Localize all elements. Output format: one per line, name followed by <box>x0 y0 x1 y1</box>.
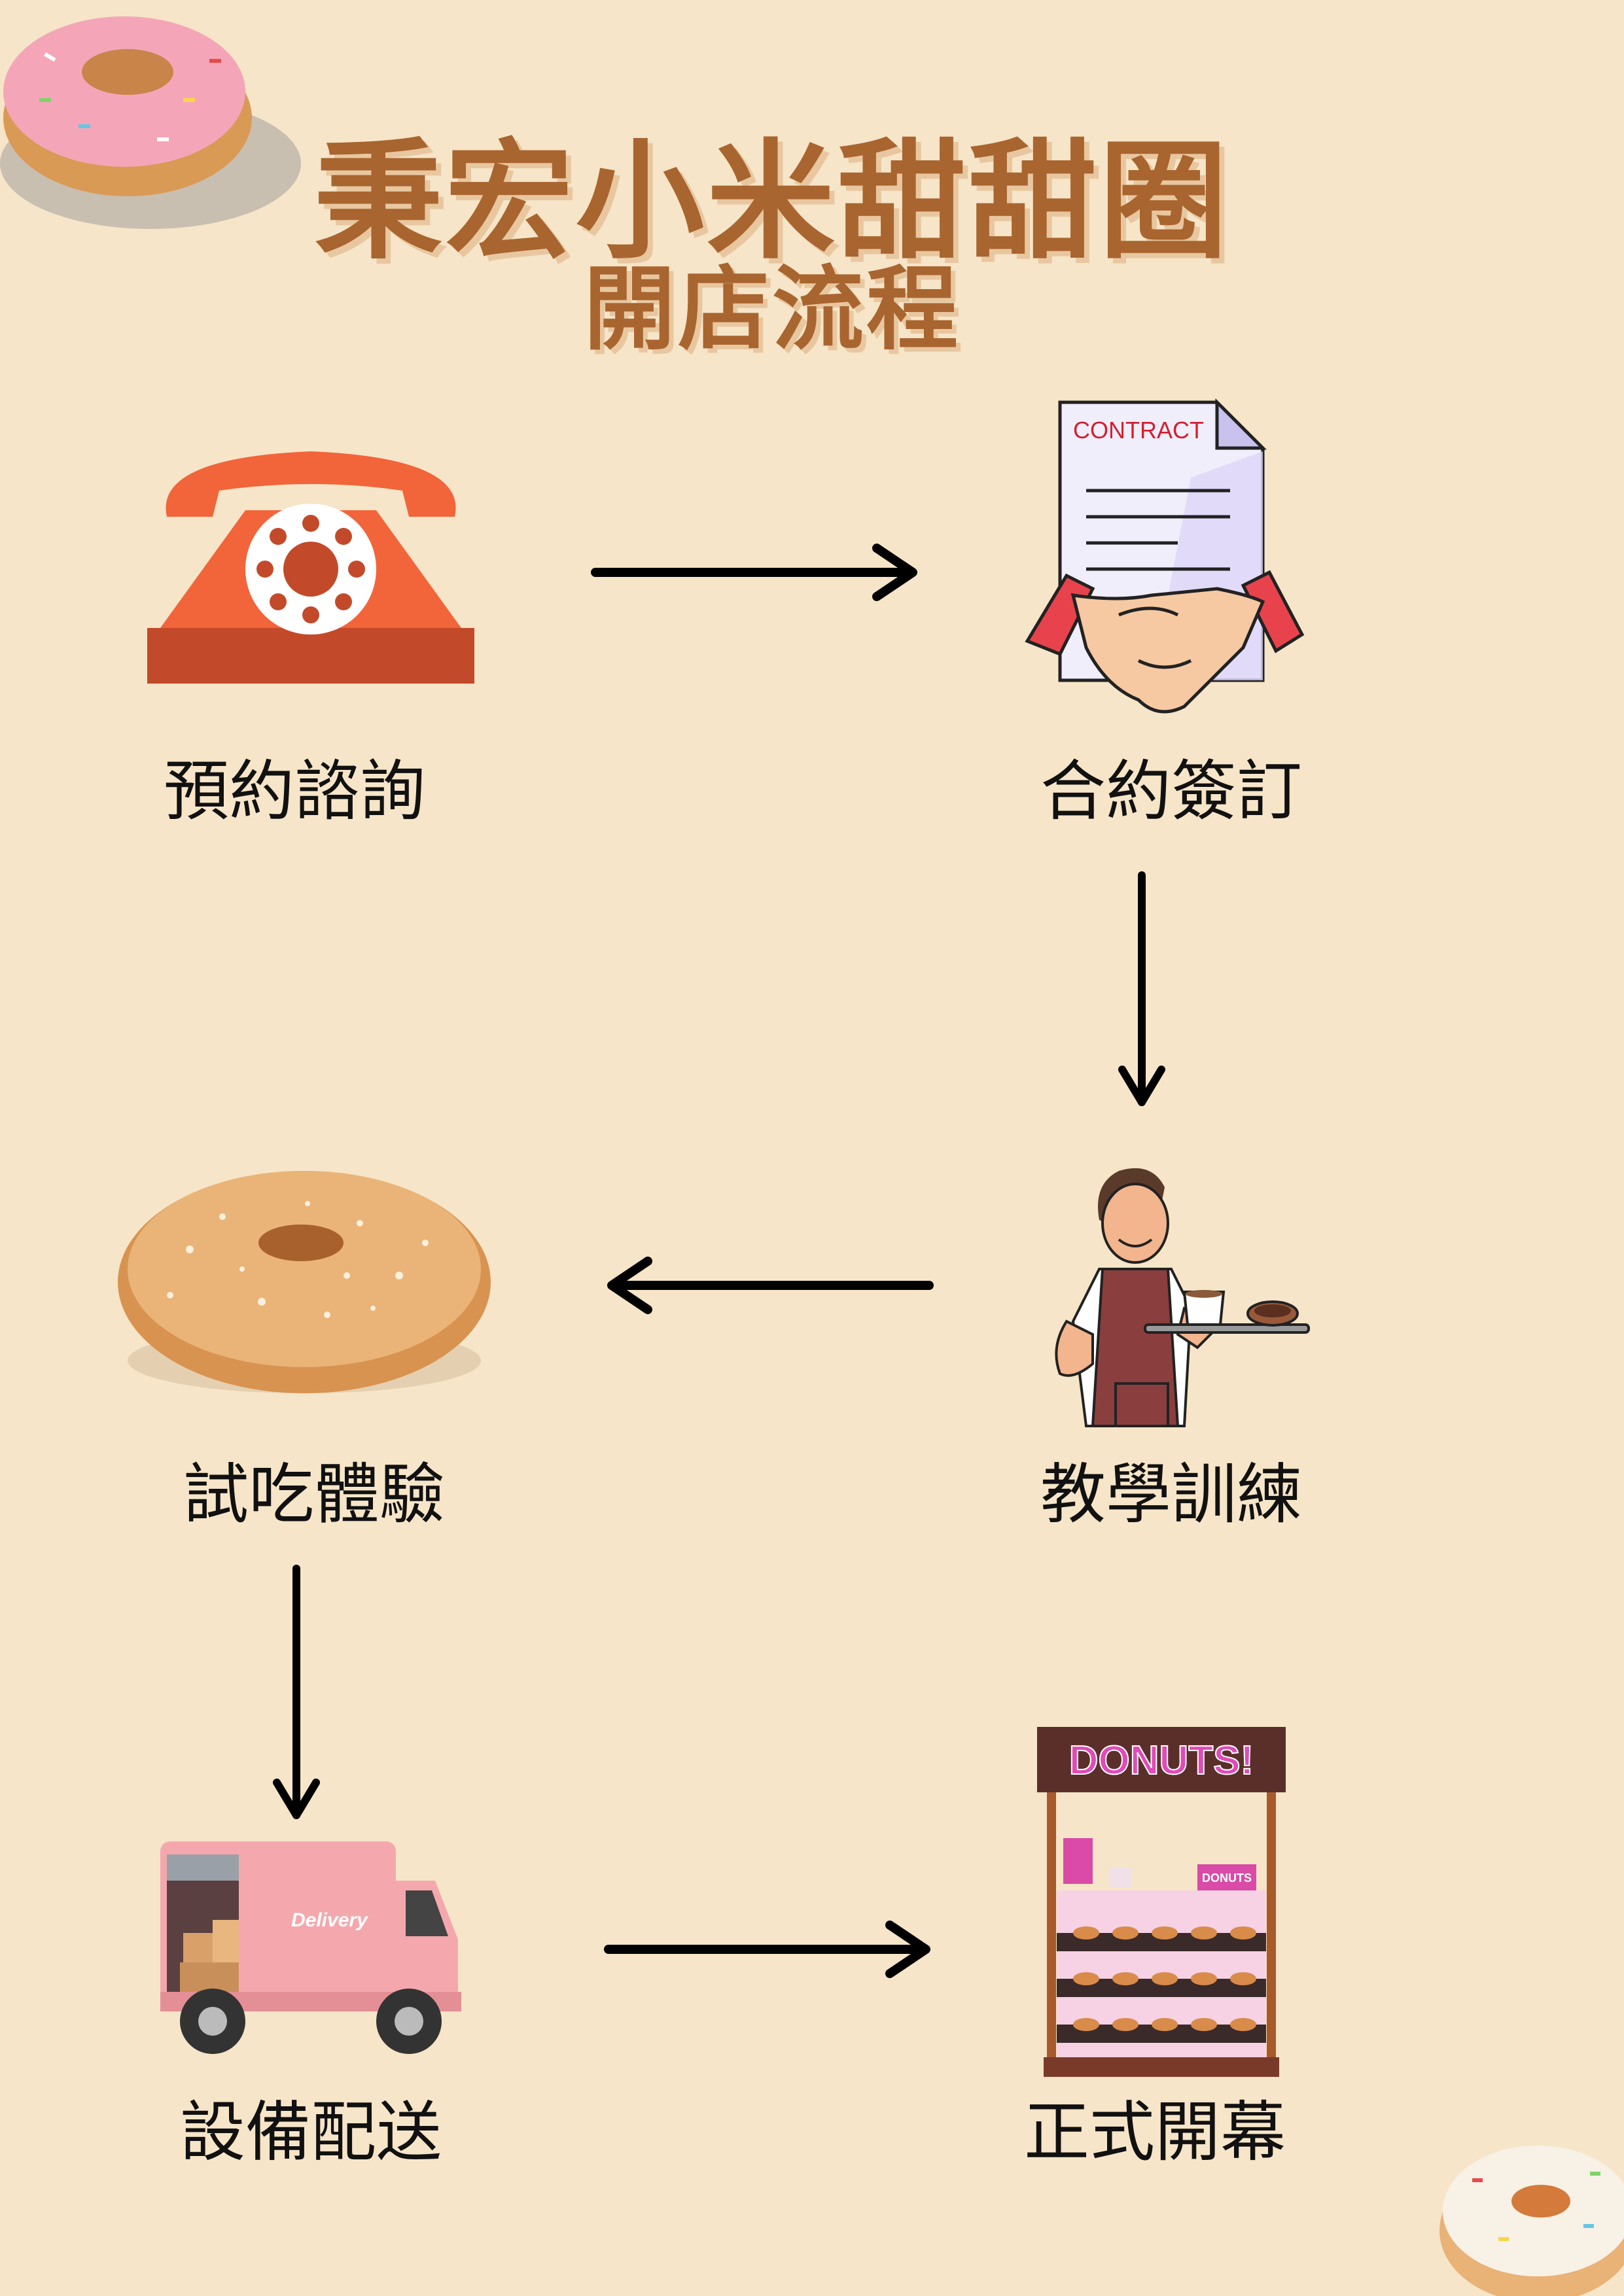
delivery-truck-icon: Delivery <box>160 1841 461 2054</box>
contract-handshake-icon: CONTRACT <box>1025 398 1305 714</box>
pink-donut-top-left-decoration <box>0 16 301 229</box>
step-label-tasting: 試吃體驗 <box>183 1456 445 1533</box>
sugar-donut-icon <box>118 1171 491 1393</box>
stand-sign-text: DONUTS! <box>1069 1738 1254 1783</box>
arrow-left-1 <box>607 1257 934 1314</box>
step-label-grand-opening: 正式開幕 <box>1024 2094 1286 2170</box>
telephone-icon <box>147 451 474 684</box>
arrow-down-2 <box>273 1565 320 1819</box>
arrow-right-2 <box>604 1921 930 1978</box>
page-title: 秉宏小米甜甜圈 <box>313 128 1230 277</box>
step-label-delivery: 設備配送 <box>180 2094 442 2170</box>
arrow-down-1 <box>1118 871 1165 1106</box>
contract-text: CONTRACT <box>1073 417 1204 444</box>
truck-text: Delivery <box>291 1909 368 1931</box>
step-label-consultation: 預約諮詢 <box>164 753 425 829</box>
barista-icon <box>1055 1168 1310 1427</box>
step-label-training: 教學訓練 <box>1040 1456 1302 1533</box>
pink-donut-bottom-right-decoration <box>1439 2146 1624 2296</box>
stand-box-text: DONUTS <box>1202 1871 1252 1885</box>
page-subtitle: 開店流程 <box>583 256 961 363</box>
donut-stand-icon: DONUTS! DONUTS <box>1037 1727 1286 2077</box>
arrow-right-1 <box>591 544 917 601</box>
step-label-contract: 合約簽訂 <box>1040 753 1302 829</box>
